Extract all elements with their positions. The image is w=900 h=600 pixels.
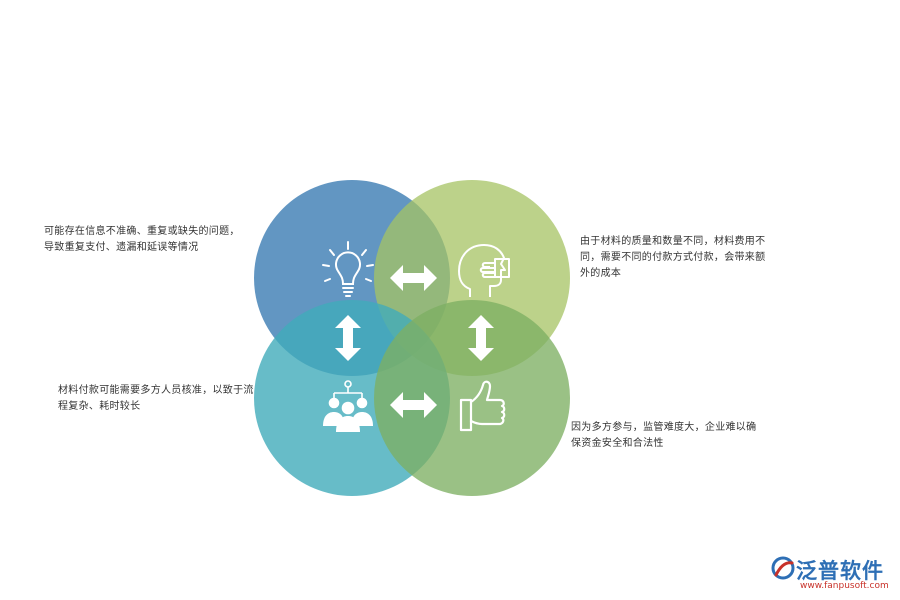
arrow-horizontal-bottom xyxy=(390,392,437,418)
team-network-icon xyxy=(323,380,373,432)
head-hand-icon xyxy=(458,244,510,297)
arrow-horizontal-top xyxy=(390,265,437,291)
note-top-right: 由于材料的质量和数量不同，材料费用不同，需要不同的付款方式付款，会带来额外的成本 xyxy=(580,236,766,279)
thumbs-up-icon xyxy=(459,380,506,432)
note-top-left: 可能存在信息不准确、重复或缺失的问题，导致重复支付、遗漏和延误等情况 xyxy=(44,226,240,253)
note-bottom-left: 材料付款可能需要多方人员核准，以致于流程复杂、耗时较长 xyxy=(58,385,254,412)
logo-mark-icon xyxy=(771,556,795,580)
circle-bottom-right xyxy=(374,300,570,496)
lightbulb-icon xyxy=(322,241,374,297)
logo-name: 泛普软件 xyxy=(796,559,884,583)
arrow-vertical-left xyxy=(335,315,361,361)
arrow-vertical-right xyxy=(468,315,494,361)
note-bottom-right: 因为多方参与，监管难度大，企业难以确保资金安全和合法性 xyxy=(571,422,757,449)
brand-logo: 泛普软件 www.fanpusoft.com xyxy=(770,555,895,597)
logo-url: www.fanpusoft.com xyxy=(800,581,889,591)
double-arrow-icon xyxy=(335,265,494,418)
